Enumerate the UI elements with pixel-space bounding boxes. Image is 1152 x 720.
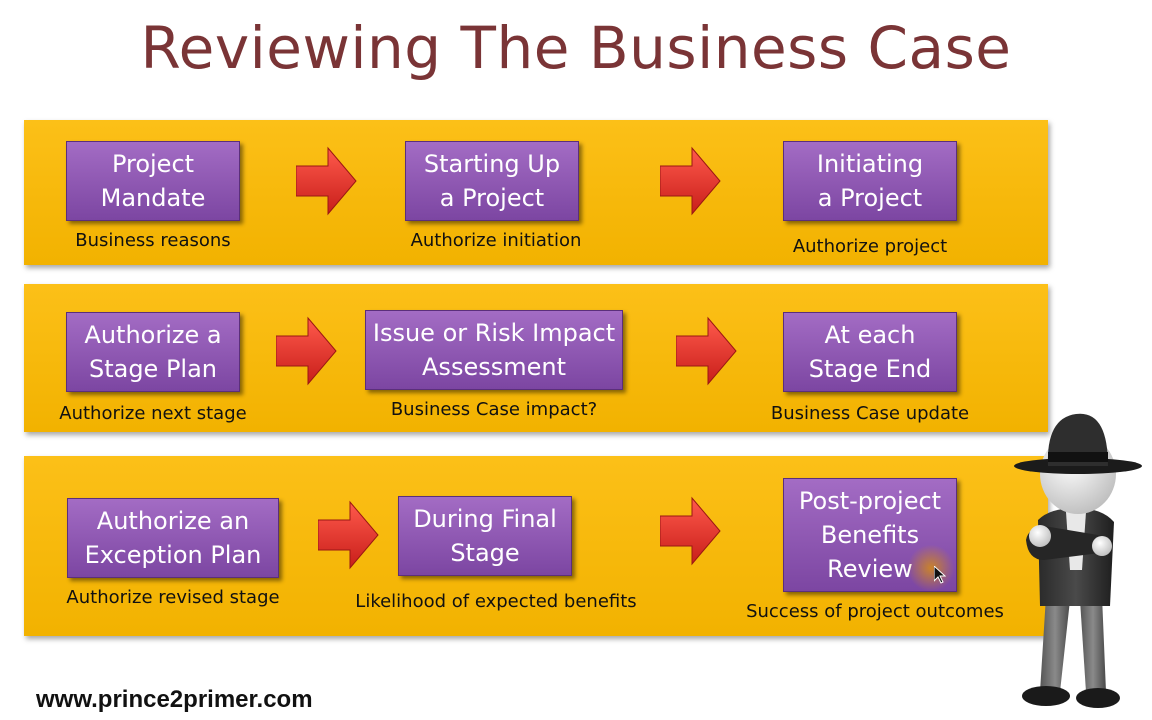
caption-authorize-next-stage: Authorize next stage	[59, 403, 247, 424]
caption-likelihood-of-expected-benefits: Likelihood of expected benefits	[355, 591, 637, 612]
step-issue-or-risk-impact-assessment: Issue or Risk Impact Assessment	[365, 310, 623, 390]
cursor-highlight	[908, 545, 954, 591]
arrow-right-icon	[296, 146, 357, 216]
caption-authorize-revised-stage: Authorize revised stage	[66, 587, 280, 608]
step-during-final-stage: During Final Stage	[398, 496, 572, 576]
caption-authorize-initiation: Authorize initiation	[410, 230, 582, 251]
caption-business-case-impact: Business Case impact?	[390, 399, 598, 420]
caption-success-of-project-outcomes: Success of project outcomes	[746, 601, 1004, 622]
step-initiating-a-project: Initiating a Project	[783, 141, 957, 221]
arrow-right-icon	[318, 500, 379, 570]
arrow-right-icon	[660, 146, 721, 216]
caption-business-reasons: Business reasons	[75, 230, 231, 251]
page-title: Reviewing The Business Case	[140, 14, 1012, 82]
step-authorize-a-stage-plan: Authorize a Stage Plan	[66, 312, 240, 392]
arrow-right-icon	[276, 316, 337, 386]
step-starting-up-a-project: Starting Up a Project	[405, 141, 579, 221]
mouse-pointer-icon	[934, 566, 946, 584]
arrow-right-icon	[660, 496, 721, 566]
step-at-each-stage-end: At each Stage End	[783, 312, 957, 392]
step-project-mandate: Project Mandate	[66, 141, 240, 221]
step-authorize-an-exception-plan: Authorize an Exception Plan	[67, 498, 279, 578]
arrow-right-icon	[676, 316, 737, 386]
caption-authorize-project: Authorize project	[792, 236, 948, 257]
caption-business-case-update: Business Case update	[770, 403, 970, 424]
footer-website: www.prince2primer.com	[36, 686, 313, 713]
detective-figure-icon	[1014, 413, 1142, 708]
